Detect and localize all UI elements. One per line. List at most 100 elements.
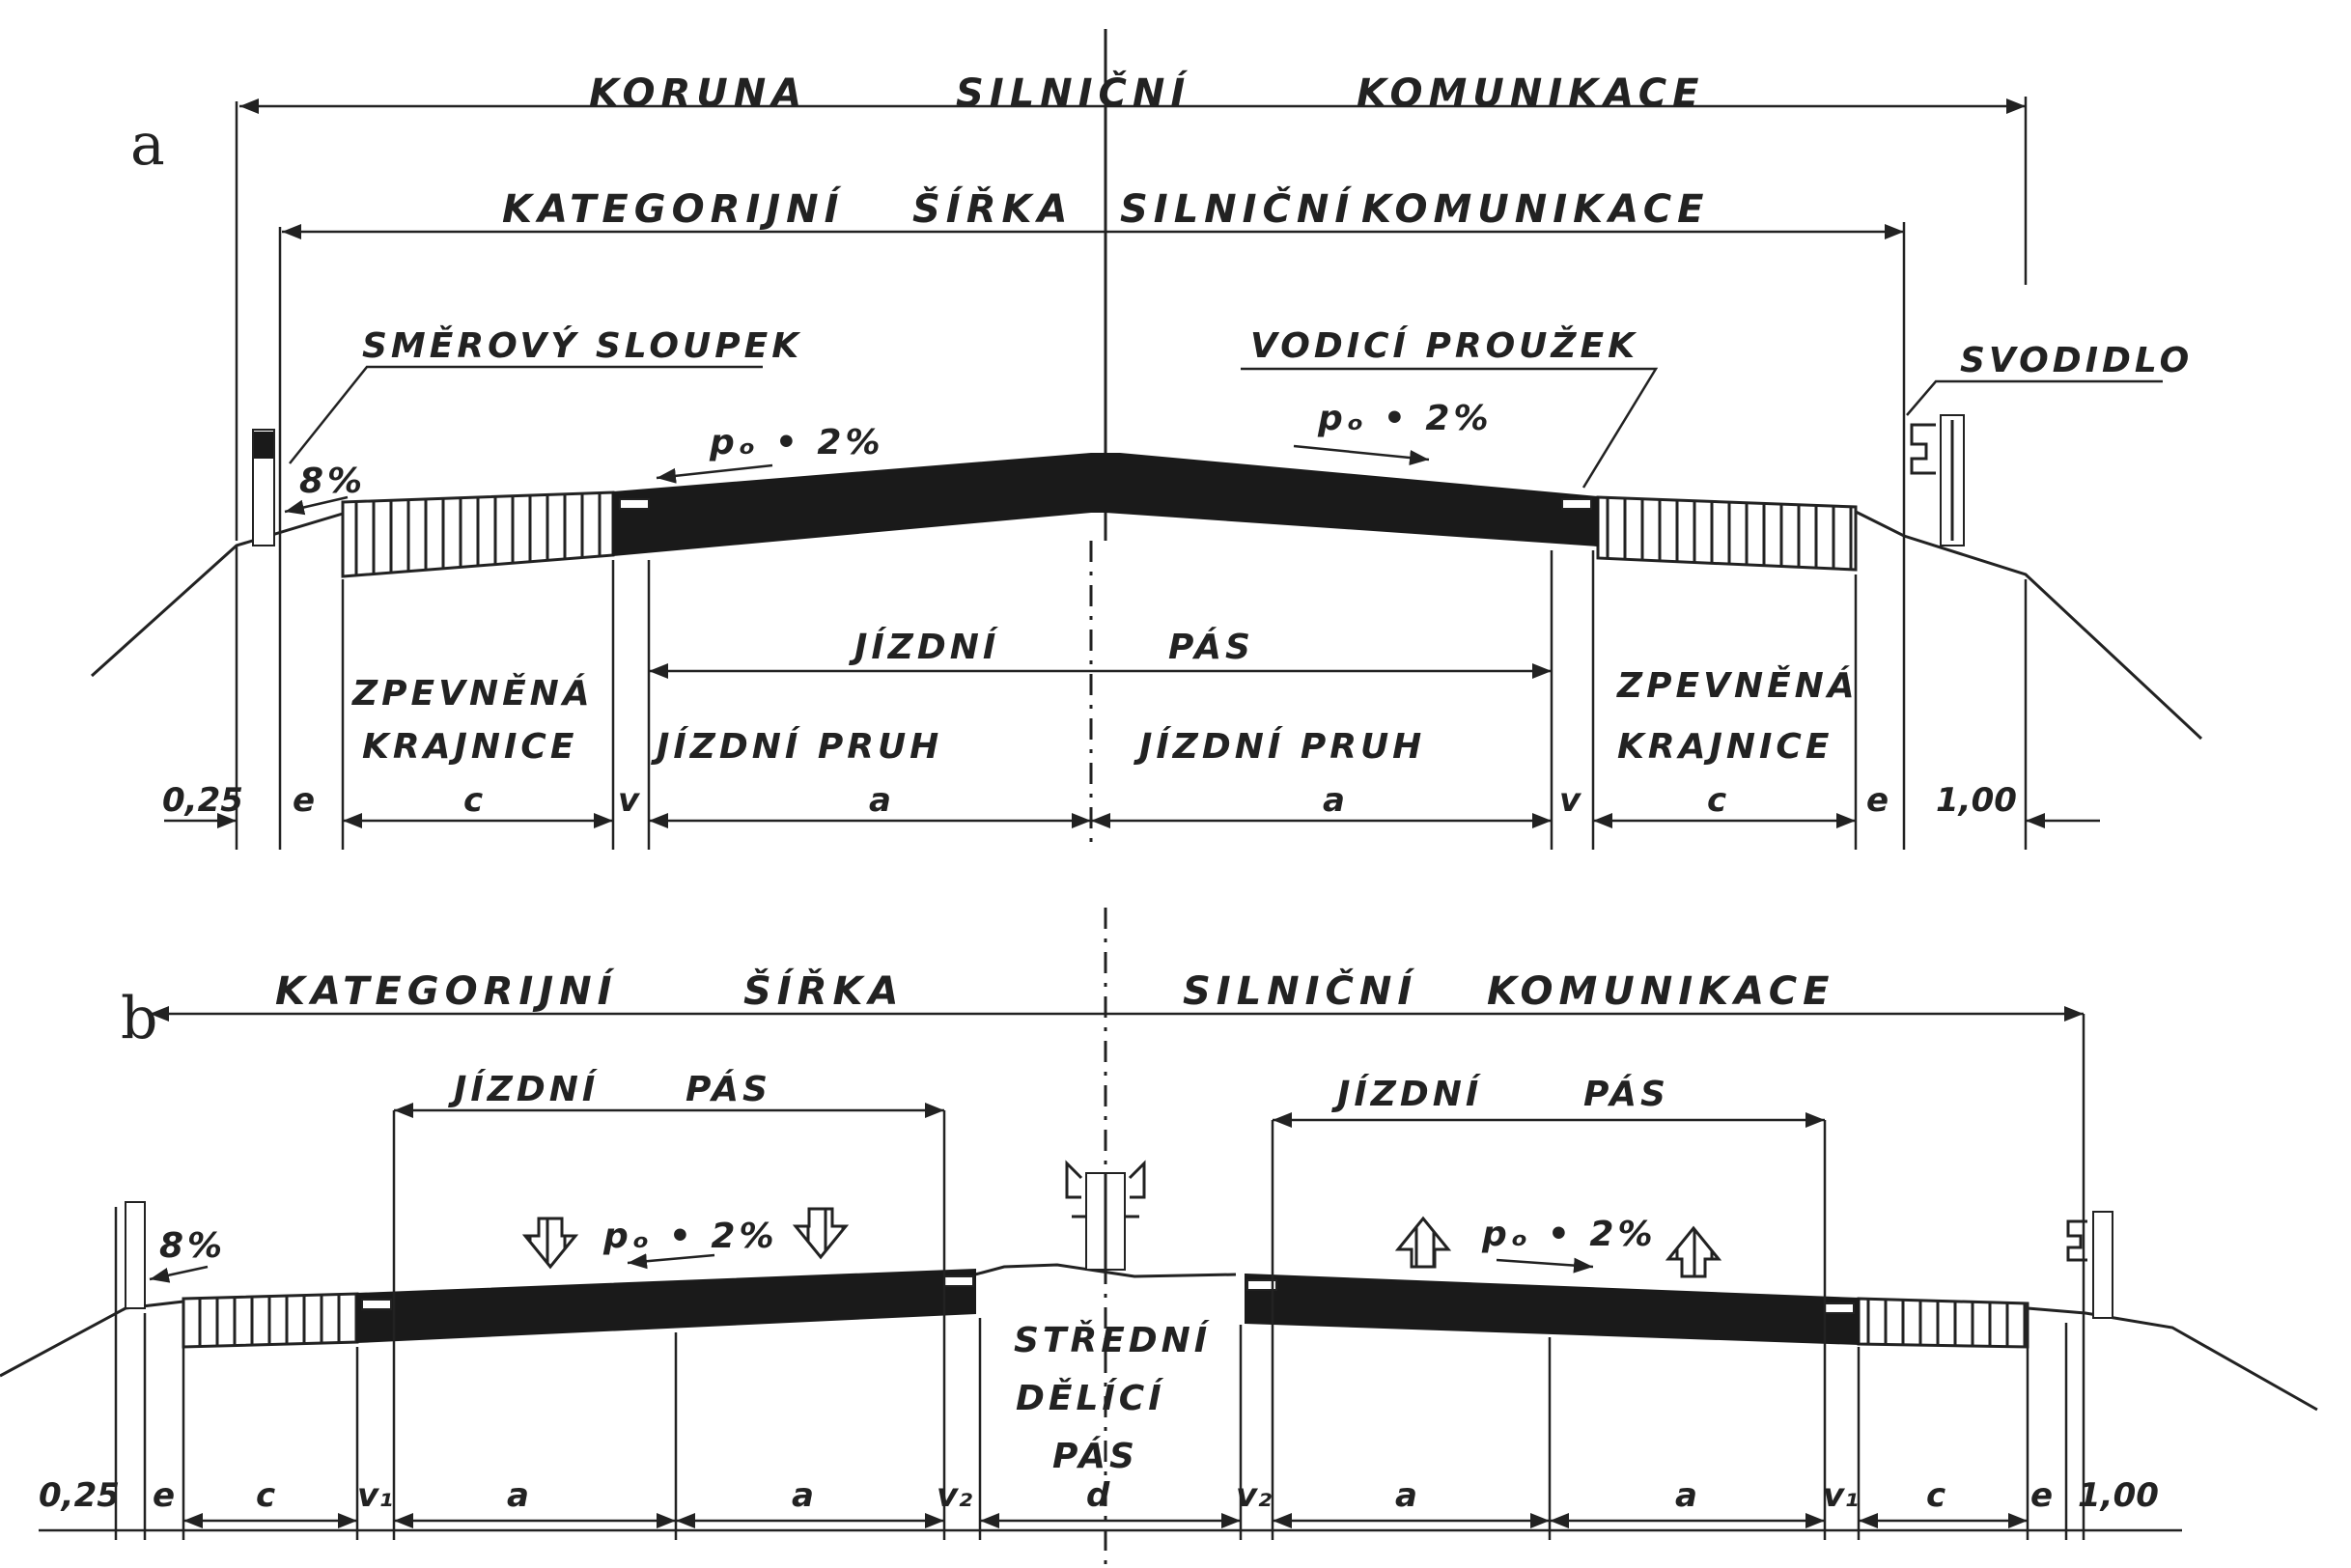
dim-b-025: 0,25 xyxy=(39,1476,120,1515)
direction-post-b xyxy=(125,1201,146,1309)
shoulder-right-b xyxy=(1857,1297,2029,1349)
guide-stripe-b-4 xyxy=(1824,1302,1855,1314)
slope-right-arrow-b xyxy=(1496,1257,1594,1274)
dim-a-c-right-label: c xyxy=(1707,781,1726,820)
dim-b-v2-right: v₂ xyxy=(1236,1476,1272,1515)
carriageway-b-left xyxy=(356,1268,976,1344)
dim-b-a1-label: a xyxy=(507,1476,529,1515)
slope-left-label-a: pₒ • 2% xyxy=(709,423,884,462)
sirka-word-a: ŠÍŘKA xyxy=(912,184,1073,232)
silnicni-word-b: SILNIČNÍ xyxy=(1183,966,1417,1014)
guide-stripe-right-a xyxy=(1561,498,1592,510)
dim-b-c-right-label: c xyxy=(1926,1476,1945,1515)
median-guardrail-beams xyxy=(1065,1160,1146,1218)
dim-b-v1-left: v₁ xyxy=(357,1476,393,1515)
komunikace-word: KOMUNIKACE xyxy=(1357,71,1705,116)
dim-a-a-left-label: a xyxy=(869,781,891,820)
carriageway-b-right xyxy=(1245,1273,1860,1346)
dim-b-e-left: e xyxy=(153,1476,175,1515)
slope-right-arrow-a xyxy=(1293,444,1430,465)
kategorijni-word-b: KATEGORIJNÍ xyxy=(275,967,618,1014)
guardrail-post-b-right xyxy=(2092,1211,2113,1319)
slope-8-arrow-a xyxy=(284,495,349,516)
sirka-word-b: ŠÍŘKA xyxy=(743,966,904,1014)
dim-b-v1-right: v₁ xyxy=(1823,1476,1859,1515)
traffic-arrow-down-2 xyxy=(792,1207,850,1260)
dim-b-d-label: d xyxy=(1086,1476,1110,1515)
vodici-prouzek-label: VODICÍ PROUŽEK xyxy=(1250,325,1638,366)
traffic-arrow-up-1 xyxy=(1394,1216,1452,1269)
guide-stripe-b-2 xyxy=(943,1275,974,1287)
dim-b-a2-label: a xyxy=(792,1476,814,1515)
dim-b-v2-left: v₂ xyxy=(937,1476,972,1515)
kategorijni-word-a: KATEGORIJNÍ xyxy=(502,185,845,232)
embankment-right-a xyxy=(1855,510,2203,741)
slope-8-label-b: 8% xyxy=(159,1226,226,1266)
panel-a-label: a xyxy=(130,111,165,179)
stredni-line1: STŘEDNÍ xyxy=(1014,1320,1211,1360)
panel-a: a KORUNA SILNIČNÍ KOMUNIKACE KATEGORIJNÍ… xyxy=(90,29,2203,850)
svodidlo-label: SVODIDLO xyxy=(1960,341,2193,380)
embankment-left-b xyxy=(0,1300,184,1378)
panel-b-label: b xyxy=(121,985,157,1052)
dim-b-c-left-label: c xyxy=(256,1476,275,1515)
guide-stripe-b-1 xyxy=(361,1299,392,1310)
zpevnena-right-line2-a: KRAJNICE xyxy=(1617,727,1833,767)
silnicni-word-a2: SILNIČNÍ xyxy=(1120,184,1355,232)
pas-word-b-left: PÁS xyxy=(686,1069,771,1109)
dim-a-e-right: e xyxy=(1866,781,1889,820)
zpevnena-left-line1-a: ZPEVNĚNÁ xyxy=(351,673,594,714)
silnicni-word: SILNIČNÍ xyxy=(956,69,1190,116)
zpevnena-left-line2-a: KRAJNICE xyxy=(362,727,577,767)
pas-word-a: PÁS xyxy=(1168,627,1254,667)
dim-b-a3-label: a xyxy=(1395,1476,1417,1515)
stredni-line2: DĚLÍCÍ xyxy=(1016,1378,1165,1418)
koruna-word: KORUNA xyxy=(589,71,807,116)
panel-b: b KATEGORIJNÍ ŠÍŘKA SILNIČNÍ KOMUNIKACE … xyxy=(0,908,2318,1568)
zpevnena-right-line1-a: ZPEVNĚNÁ xyxy=(1616,665,1859,706)
slope-8-arrow-b xyxy=(149,1265,209,1283)
shoulder-right-a xyxy=(1596,495,1858,572)
traffic-arrow-down-1 xyxy=(521,1217,579,1270)
guide-stripe-left-a xyxy=(619,498,650,510)
slope-right-label-b: pₒ • 2% xyxy=(1481,1215,1657,1254)
komunikace-word-b: KOMUNIKACE xyxy=(1487,969,1835,1014)
jizdni-word-b-left: JÍZDNÍ xyxy=(448,1069,599,1109)
dim-a-e-left: e xyxy=(293,781,315,820)
jizdni-pruh-left-a: JÍZDNÍ PRUH xyxy=(651,726,942,767)
slope-left-arrow-a xyxy=(656,463,773,484)
smerovy-sloupek-leader xyxy=(289,365,763,464)
carriageway-a xyxy=(612,453,1599,557)
guardrail-beam-b-right xyxy=(2066,1219,2087,1262)
dim-a-v-left: v xyxy=(618,781,641,820)
direction-post-reflector xyxy=(254,432,273,459)
dim-a-v-right: v xyxy=(1559,781,1582,820)
komunikace-word-a2: KOMUNIKACE xyxy=(1361,187,1710,232)
embankment-left-a xyxy=(90,511,345,678)
slope-8-label-a: 8% xyxy=(299,462,366,501)
embankment-right-b xyxy=(2027,1306,2318,1412)
slope-right-label-a: pₒ • 2% xyxy=(1317,399,1493,438)
dim-b-a4-label: a xyxy=(1675,1476,1697,1515)
slope-left-arrow-b xyxy=(627,1253,715,1270)
dim-a-025: 0,25 xyxy=(162,781,243,820)
svodidlo-leader xyxy=(1906,379,2163,416)
dim-a-c-left-label: c xyxy=(463,781,483,820)
vodici-prouzek-leader xyxy=(1241,367,1659,489)
dim-b-e-right: e xyxy=(2030,1476,2053,1515)
dim-b-100: 1,00 xyxy=(2078,1476,2159,1515)
median-top-b xyxy=(974,1263,1237,1278)
guardrail-beam-a xyxy=(1910,423,1936,475)
jizdni-word-b-right: JÍZDNÍ xyxy=(1331,1074,1482,1114)
traffic-arrow-up-2 xyxy=(1665,1225,1722,1278)
dim-a-100: 1,00 xyxy=(1936,781,2017,820)
pas-word-b-right: PÁS xyxy=(1583,1074,1669,1114)
stredni-line3: PÁS xyxy=(1052,1436,1138,1476)
jizdni-pruh-right-a: JÍZDNÍ PRUH xyxy=(1134,726,1425,767)
jizdni-word-a: JÍZDNÍ xyxy=(849,627,999,667)
smerovy-sloupek-label: SMĚROVÝ SLOUPEK xyxy=(362,325,802,366)
shoulder-left-b xyxy=(182,1292,359,1349)
shoulder-left-a xyxy=(341,490,615,578)
dim-a-a-right-label: a xyxy=(1323,781,1345,820)
